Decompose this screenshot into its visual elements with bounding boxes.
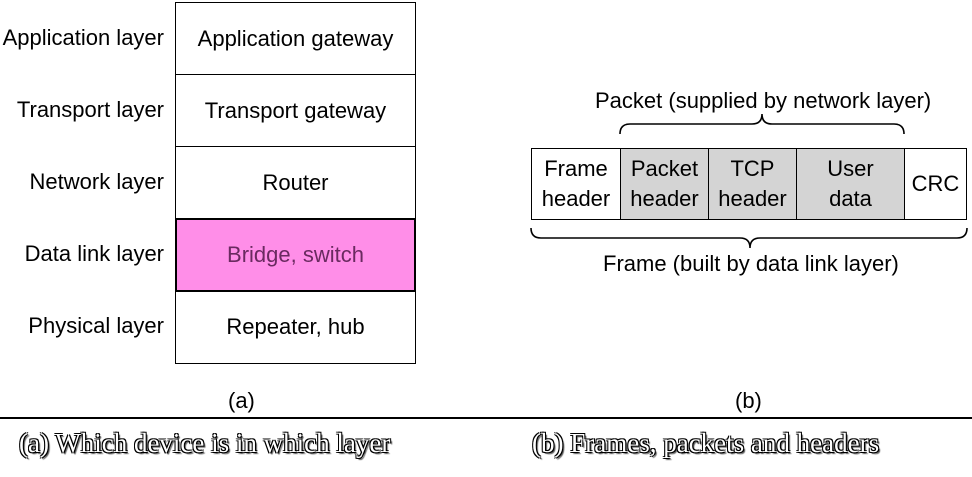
device-stack: Application gateway Transport gateway Ro… xyxy=(175,2,416,364)
packet-label: Packet (supplied by network layer) xyxy=(595,88,932,113)
layer-label-data-link: Data link layer xyxy=(24,241,164,266)
device-repeater-hub: Repeater, hub xyxy=(226,314,365,339)
layer-label-application: Application layer xyxy=(2,25,164,50)
layer-label-transport: Transport layer xyxy=(16,97,164,122)
caption-left: (a) Which device is in which layer xyxy=(19,428,391,458)
frame-label: Frame (built by data link layer) xyxy=(603,251,899,276)
layer-label-network: Network layer xyxy=(29,169,164,194)
field-crc: CRC xyxy=(911,171,960,196)
panel-a-label: (a) xyxy=(228,388,255,413)
panel-b-label: (b) xyxy=(735,388,762,413)
device-transport-gateway: Transport gateway xyxy=(176,75,415,147)
device-application-gateway: Application gateway xyxy=(176,3,415,75)
device-bridge-switch: Bridge, switch xyxy=(175,218,416,292)
packet-brace xyxy=(619,113,905,135)
device-router: Router xyxy=(176,147,415,219)
caption-right: (b) Frames, packets and headers xyxy=(532,428,880,458)
layer-label-physical: Physical layer xyxy=(28,313,164,338)
frame-brace xyxy=(530,227,968,249)
